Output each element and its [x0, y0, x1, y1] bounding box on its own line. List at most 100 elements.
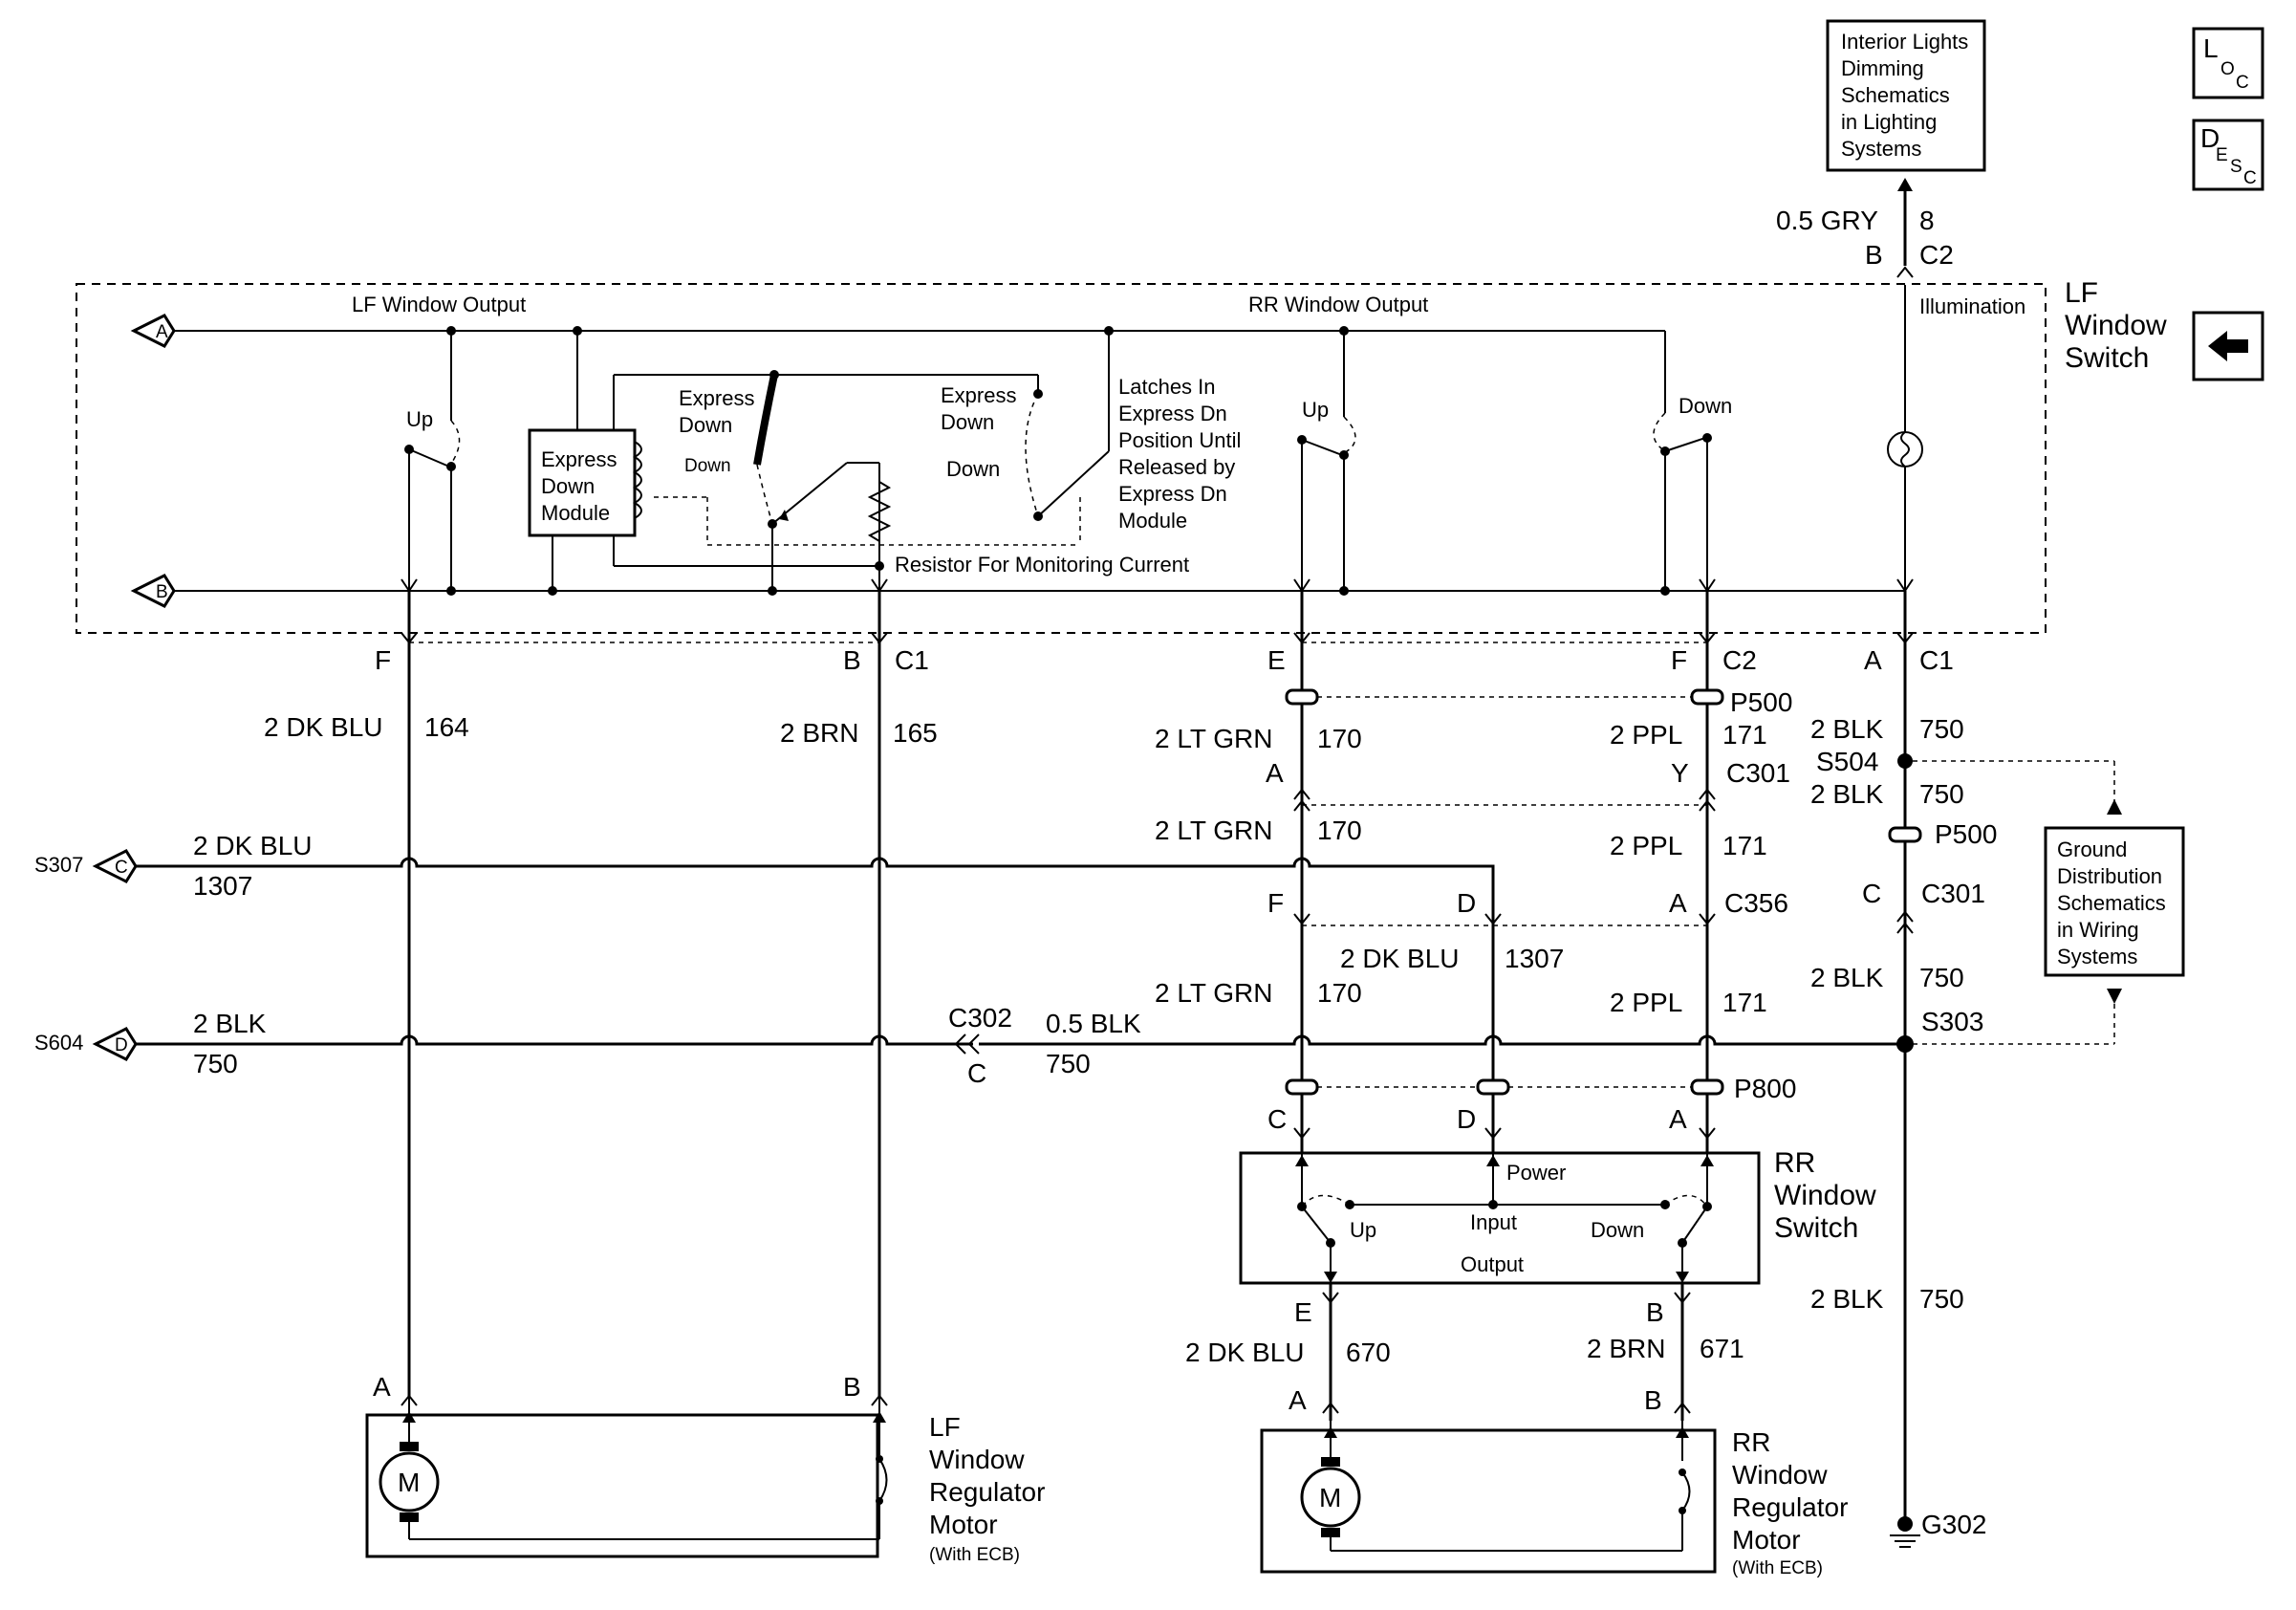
svg-text:2 DK BLU: 2 DK BLU	[1185, 1338, 1305, 1367]
svg-text:A: A	[1669, 888, 1687, 918]
svg-text:2 PPL: 2 PPL	[1610, 988, 1682, 1017]
svg-text:750: 750	[1919, 963, 1964, 992]
svg-text:170: 170	[1317, 816, 1362, 845]
switch-bus-b: B	[130, 574, 1905, 608]
svg-text:Window: Window	[2065, 310, 2167, 341]
svg-text:(With ECB): (With ECB)	[929, 1545, 1020, 1565]
svg-text:B: B	[1865, 240, 1883, 270]
svg-text:8: 8	[1919, 206, 1935, 235]
svg-text:P500: P500	[1730, 687, 1792, 717]
svg-text:Down: Down	[541, 474, 595, 498]
svg-text:C302: C302	[948, 1003, 1012, 1033]
svg-text:B: B	[1646, 1297, 1664, 1327]
wire-171-b: 2 PPL 171	[1610, 831, 1767, 860]
svg-text:C2: C2	[1919, 240, 1954, 270]
svg-text:in Wiring: in Wiring	[2057, 918, 2139, 942]
wire-750-s604: D S604 2 BLK 750 C302 C 0.5 BLK 750	[34, 1003, 1905, 1088]
svg-text:Output: Output	[1461, 1252, 1524, 1276]
svg-text:171: 171	[1722, 988, 1767, 1017]
lf-window-switch-label: LF Window Switch	[2065, 277, 2167, 374]
svg-text:Down: Down	[941, 410, 994, 434]
svg-text:2 BLK: 2 BLK	[193, 1009, 267, 1038]
svg-text:S604: S604	[34, 1031, 83, 1055]
svg-text:2 BLK: 2 BLK	[1810, 779, 1884, 809]
svg-text:Systems: Systems	[1841, 137, 1921, 161]
svg-text:LF: LF	[929, 1412, 961, 1442]
svg-text:S: S	[2230, 157, 2242, 177]
svg-text:S307: S307	[34, 853, 83, 877]
rr-up-switch-internal: Up	[1297, 326, 1356, 596]
lf-up-switch: Up	[404, 326, 461, 596]
svg-text:Express: Express	[941, 383, 1016, 407]
svg-text:171: 171	[1722, 831, 1767, 860]
express-down-switch: Express Down Resistor For Monitoring Cur…	[679, 370, 1189, 596]
svg-text:A: A	[1864, 645, 1882, 675]
svg-text:F: F	[1671, 645, 1687, 675]
svg-text:164: 164	[424, 712, 469, 742]
svg-text:E: E	[2216, 145, 2228, 165]
wire-171-c: 2 PPL 171	[1610, 988, 1767, 1017]
svg-text:Distribution: Distribution	[2057, 864, 2162, 888]
svg-text:Dimming: Dimming	[1841, 56, 1924, 80]
svg-text:E: E	[1267, 645, 1286, 675]
svg-text:A: A	[1266, 758, 1284, 788]
svg-text:Motor: Motor	[1732, 1525, 1801, 1555]
p800: P800 C D A	[1267, 1074, 1796, 1140]
svg-text:Switch: Switch	[2065, 342, 2149, 374]
p500-top: P500	[1285, 687, 1792, 717]
svg-text:2 PPL: 2 PPL	[1610, 720, 1682, 750]
svg-text:2 DK BLU: 2 DK BLU	[193, 831, 313, 860]
switch-bus-a: A LF Window Output RR Window Output	[130, 293, 1665, 348]
svg-text:O: O	[2220, 59, 2235, 79]
svg-text:Motor: Motor	[929, 1510, 998, 1539]
svg-text:Switch: Switch	[1774, 1212, 1858, 1244]
svg-text:750: 750	[193, 1049, 238, 1078]
svg-text:2 BRN: 2 BRN	[1587, 1334, 1665, 1363]
desc-icon[interactable]: D E S C	[2192, 119, 2264, 191]
interior-lights-box: Interior Lights Dimming Schematics in Li…	[1826, 19, 1986, 172]
svg-text:D: D	[2200, 123, 2220, 153]
svg-text:D: D	[1457, 1104, 1476, 1134]
lf-window-switch-outline	[76, 283, 2047, 634]
svg-text:2 BLK: 2 BLK	[1810, 963, 1884, 992]
svg-text:LF: LF	[2065, 277, 2098, 309]
loc-icon[interactable]: L O C	[2192, 27, 2264, 99]
svg-text:RR: RR	[1774, 1147, 1815, 1179]
svg-text:F: F	[375, 645, 391, 675]
ground-distribution-box: Ground Distribution Schematics in Wiring…	[1913, 760, 2185, 1045]
svg-text:750: 750	[1919, 1284, 1964, 1314]
svg-text:G302: G302	[1921, 1510, 1987, 1539]
wire-171-a: 2 PPL 171	[1610, 720, 1767, 750]
svg-text:A: A	[1289, 1385, 1307, 1415]
svg-text:170: 170	[1317, 724, 1362, 753]
svg-text:Down: Down	[946, 457, 1000, 481]
svg-text:750: 750	[1919, 714, 1964, 744]
svg-text:C2: C2	[1722, 645, 1757, 675]
svg-text:Released by: Released by	[1118, 455, 1235, 479]
svg-text:A: A	[373, 1372, 391, 1402]
svg-text:Y: Y	[1671, 758, 1689, 788]
wire-165: 2 BRN 165	[780, 718, 938, 748]
svg-text:C1: C1	[1919, 645, 1954, 675]
wire-170-a: 2 LT GRN 170	[1155, 724, 1362, 753]
svg-text:D: D	[115, 1035, 128, 1055]
svg-text:M: M	[398, 1468, 420, 1497]
svg-text:171: 171	[1722, 720, 1767, 750]
svg-text:Up: Up	[1302, 398, 1329, 422]
svg-text:P800: P800	[1734, 1074, 1796, 1103]
svg-text:C301: C301	[1726, 758, 1790, 788]
svg-text:Express Dn: Express Dn	[1118, 482, 1227, 506]
ground-circuit-750: A C1 2 BLK 750 S504 2 BLK 750 P500 C C30…	[1810, 578, 1997, 1548]
back-arrow-icon[interactable]	[2192, 311, 2264, 381]
svg-text:1307: 1307	[193, 871, 252, 901]
svg-text:Express: Express	[679, 386, 754, 410]
svg-text:B: B	[843, 1372, 861, 1402]
svg-text:Down: Down	[1679, 394, 1732, 418]
svg-text:2 DK BLU: 2 DK BLU	[264, 712, 383, 742]
rr-down-switch-internal: Down	[1653, 331, 1732, 596]
svg-text:2 LT GRN: 2 LT GRN	[1155, 978, 1272, 1008]
svg-text:B: B	[156, 582, 168, 602]
svg-text:671: 671	[1700, 1334, 1744, 1363]
wire-1307-s307: C S307 2 DK BLU 1307	[34, 831, 1495, 922]
svg-text:E: E	[1294, 1297, 1312, 1327]
